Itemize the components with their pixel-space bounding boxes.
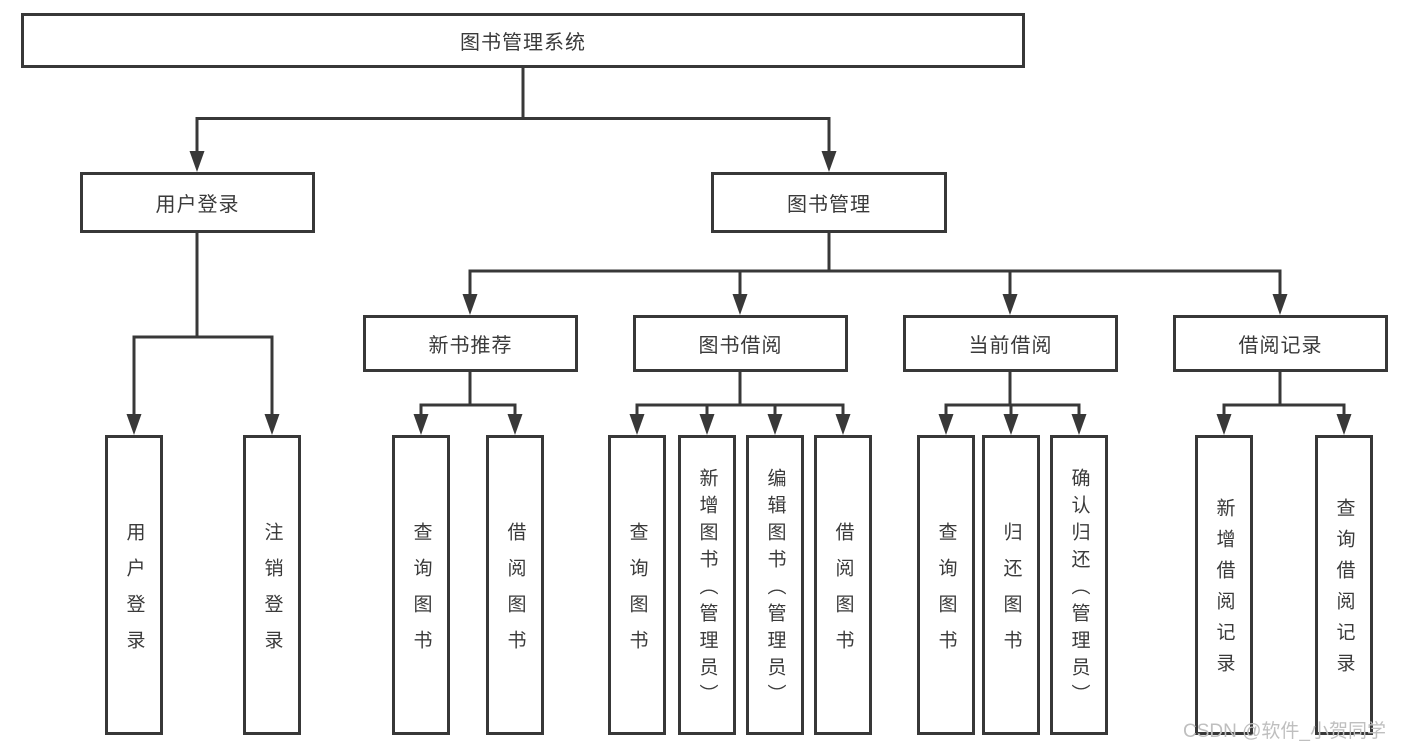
arrowhead: [189, 151, 205, 172]
leaf-add-borrow-record: 新增借阅记录: [1195, 435, 1253, 735]
leaf-return-book: 归还图书: [982, 435, 1040, 735]
leaf-label: 注销登录: [261, 521, 283, 666]
leaf-label: 归还图书: [1000, 521, 1022, 666]
arrowhead: [821, 151, 837, 172]
leaf-label: 查询图书: [410, 521, 432, 666]
leaf-label: 确认归还（管理员）: [1068, 467, 1090, 711]
leaf-user-login: 用户登录: [105, 435, 163, 735]
node-label: 图书借阅: [698, 335, 783, 357]
arrowhead: [699, 414, 715, 435]
leaf-label: 借阅图书: [832, 521, 854, 666]
arrowhead: [732, 294, 748, 315]
connector-user-login-bus: [132, 233, 274, 418]
arrowhead: [507, 414, 523, 435]
arrowhead: [1336, 414, 1352, 435]
arrowhead: [1003, 414, 1019, 435]
node-current-borrowing: 当前借阅: [903, 315, 1118, 372]
leaf-add-book-admin: 新增图书（管理员）: [678, 435, 736, 735]
node-borrowing-records: 借阅记录: [1173, 315, 1388, 372]
leaf-label: 编辑图书（管理员）: [764, 467, 786, 711]
arrowhead: [767, 414, 783, 435]
connector-new-book-bus: [419, 372, 517, 418]
arrowhead: [835, 414, 851, 435]
leaf-edit-book-admin: 编辑图书（管理员）: [746, 435, 804, 735]
leaf-query-books-recommend: 查询图书: [392, 435, 450, 735]
leaf-query-books-current: 查询图书: [917, 435, 975, 735]
arrowhead: [413, 414, 429, 435]
connector-borrowing-records-bus: [1222, 372, 1346, 418]
node-user-login: 用户登录: [80, 172, 315, 233]
leaf-borrow-books: 借阅图书: [814, 435, 872, 735]
node-label: 图书管理系统: [460, 32, 586, 54]
leaf-label: 新增图书（管理员）: [696, 467, 718, 711]
csdn-watermark: CSDN @软件_小贺同学: [1183, 721, 1386, 742]
connector-current-borrowing-bus: [944, 372, 1081, 418]
connector-book-management-bus: [468, 233, 1282, 297]
node-book-management: 图书管理: [711, 172, 947, 233]
leaf-label: 用户登录: [123, 521, 145, 666]
leaf-logout: 注销登录: [243, 435, 301, 735]
arrowhead: [629, 414, 645, 435]
leaf-borrow-books-recommend: 借阅图书: [486, 435, 544, 735]
node-label: 借阅记录: [1238, 335, 1323, 357]
node-label: 图书管理: [787, 194, 871, 216]
node-library-management-system: 图书管理系统: [21, 13, 1025, 68]
node-label: 当前借阅: [968, 335, 1053, 357]
leaf-label: 查询借阅记录: [1333, 498, 1355, 684]
leaf-label: 借阅图书: [504, 521, 526, 666]
arrowhead: [462, 294, 478, 315]
connector-root-bus: [195, 68, 831, 156]
arrowhead: [1002, 294, 1018, 315]
connector-book-borrowing-bus: [635, 372, 845, 418]
leaf-confirm-return-admin: 确认归还（管理员）: [1050, 435, 1108, 735]
arrowhead: [126, 414, 142, 435]
node-new-book-recommendation: 新书推荐: [363, 315, 578, 372]
leaf-label: 查询图书: [626, 521, 648, 666]
leaf-query-borrow-record: 查询借阅记录: [1315, 435, 1373, 735]
node-book-borrowing: 图书借阅: [633, 315, 848, 372]
arrowhead: [938, 414, 954, 435]
arrowhead: [1272, 294, 1288, 315]
node-label: 用户登录: [155, 194, 240, 216]
arrowhead: [264, 414, 280, 435]
leaf-label: 查询图书: [935, 521, 957, 666]
leaf-query-books-borrowing: 查询图书: [608, 435, 666, 735]
arrowhead: [1071, 414, 1087, 435]
node-label: 新书推荐: [428, 335, 513, 357]
arrowhead: [1216, 414, 1232, 435]
leaf-label: 新增借阅记录: [1213, 498, 1235, 684]
